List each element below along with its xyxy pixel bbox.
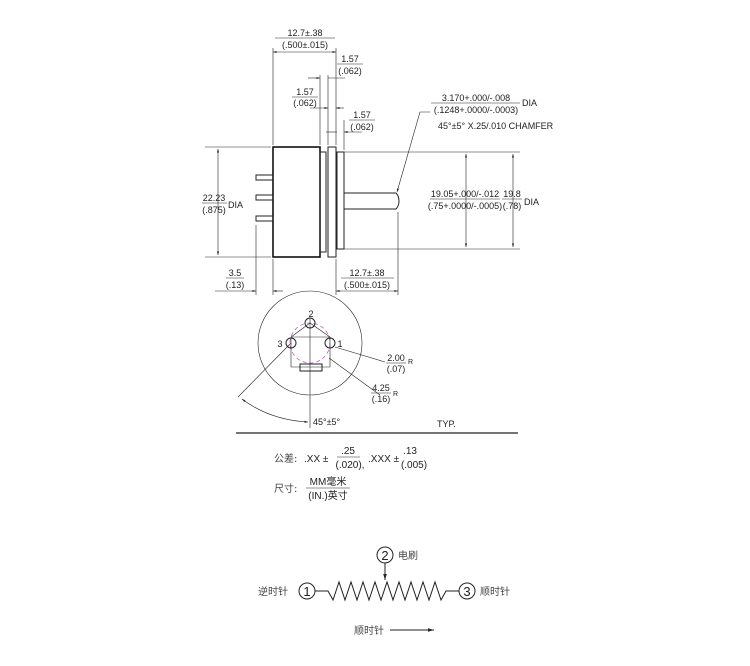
drawing-line	[290, 322, 311, 338]
bushing	[336, 151, 345, 250]
rear_view-pin_circle-mm-label: 4.25	[372, 383, 390, 393]
side_view-shaft_dia-suffix-label: DIA	[522, 98, 537, 108]
drawing-line	[255, 194, 274, 201]
side_view-flange2-mm-label: 1.57	[296, 87, 314, 97]
terminals	[255, 174, 274, 222]
schematic-wiper-label: 电刷	[398, 549, 418, 562]
side_view-overall_length-in-label: (.500±.015)	[282, 40, 328, 50]
pin-1	[324, 337, 336, 349]
schematic: 2 电刷 1 3 逆时针 顺时针 顺时针	[258, 546, 510, 637]
shaft	[344, 192, 400, 210]
dim-shaft-dia: 3.170+.000/-.008 (.1248+.0000/-.0003) DI…	[431, 93, 554, 131]
notes-xx_in-label: (.020),	[336, 460, 365, 471]
side_view-flange1-in-label: (.062)	[338, 66, 362, 76]
side_view-shaft_dia-mm-label: 3.170+.000/-.008	[442, 93, 510, 103]
side_view-shaft_dia-in-label: (.1248+.0000/-.0003)	[434, 105, 518, 115]
side_view-bushing_dia-in-label: (.78)	[503, 201, 522, 211]
resistor-zigzag	[315, 580, 459, 602]
drawing-line	[396, 111, 430, 193]
schematic-pin1-label: 1	[303, 584, 310, 599]
drawing-line	[255, 174, 274, 181]
dim-pin-radius: 2.00 (.07) R	[386, 353, 413, 374]
tolerance-notes: 公差: .XX ± .25 (.020), .XXX ± .13 (.005) …	[274, 446, 427, 502]
schematic-pin2-label: 2	[381, 548, 388, 563]
dim-shaft-length: 12.7±.38 (.500±.015)	[341, 268, 394, 290]
dim-bushing-dia: 19.8 (.78) DIA	[502, 189, 539, 211]
notes-tolerance_label-label: 公差:	[274, 452, 297, 465]
side_view-body_dia-suffix-label: DIA	[228, 200, 243, 210]
drawing-line	[237, 342, 292, 398]
pin-3	[285, 337, 297, 349]
notes-units_mm-label: MM毫米	[310, 475, 347, 488]
dim-flange-3: 1.57 (.062)	[349, 110, 375, 132]
drawing-line	[334, 346, 386, 363]
dim-pilot-dia: 19.05+.000/-.012 (.75+.0000/-.0005)	[428, 189, 502, 211]
schematic-pin3-label: 3	[463, 584, 470, 599]
notes-xxx_mm-label: .13	[403, 446, 417, 457]
schematic-cw-label: 顺时针	[480, 585, 510, 598]
drawing-line	[328, 357, 381, 396]
rear_view-pin_labels-2-label: 1	[337, 339, 342, 349]
schematic-direction-label: 顺时针	[354, 624, 384, 637]
notes-xxx-label: .XXX ±	[368, 454, 400, 465]
dim-overall-length: 12.7±.38 (.500±.015)	[275, 28, 335, 50]
schematic-ccw-label: 逆时针	[258, 585, 288, 598]
rear_view-pin_radius-in-label: (.07)	[387, 364, 406, 374]
notes-xx_mm-label: .25	[341, 446, 355, 457]
side_view-pilot_dia-mm-label: 19.05+.000/-.012	[431, 189, 499, 199]
drawing-line	[241, 398, 309, 423]
side_view-overall_length-mm-label: 12.7±.38	[288, 28, 323, 38]
side_view-pilot_dia-in-label: (.75+.0000/-.0005)	[428, 201, 502, 211]
dim-body-dia: 22.23 (.875) DIA	[202, 193, 243, 215]
rear_view-pin_circle-in-label: (.16)	[372, 394, 391, 404]
dim-pin-circle: 4.25 (.16) R	[371, 383, 398, 404]
notes-units_label-label: 尺寸:	[274, 482, 297, 495]
rear_view-pin_radius-mm-label: 2.00	[387, 353, 405, 363]
side_view-bushing_dia-suffix-label: DIA	[524, 197, 539, 207]
side_view-terminal_len-mm-label: 3.5	[229, 268, 242, 278]
side_view-flange3-mm-label: 1.57	[353, 110, 371, 120]
dim-terminal-length: 3.5 (.13)	[226, 268, 245, 290]
notes-units_in-label: (IN.)英寸	[308, 489, 347, 502]
housing	[272, 146, 321, 258]
notes-xxx_in-label: (.005)	[401, 460, 427, 471]
side_view-body_dia-in-label: (.875)	[202, 205, 226, 215]
side_view-shaft_dia-chamfer-label: 45°±5° X.25/.010 CHAMFER	[438, 121, 554, 131]
rear_view-pin_radius-suffix-label: R	[408, 359, 413, 366]
side-view: 12.7±.38 (.500±.015) 1.57 (.062) 1.57 (.…	[202, 28, 554, 295]
drawing-line	[309, 322, 331, 338]
flange	[319, 151, 327, 253]
drawing-line	[255, 215, 274, 222]
rear_view-typ-label: TYP.	[437, 419, 456, 429]
side_view-bushing_dia-mm-label: 19.8	[503, 189, 521, 199]
rear_view-pin_labels-0-label: 2	[308, 309, 313, 319]
rear_view-pin_circle-suffix-label: R	[393, 391, 398, 398]
side_view-terminal_len-in-label: (.13)	[226, 280, 245, 290]
side_view-flange3-in-label: (.062)	[350, 122, 374, 132]
rear-view: 2 3 1 2.00 (.07) R 4.25 (.16) R 45°±5° T…	[236, 290, 518, 434]
dim-flange-1: 1.57 (.062)	[337, 54, 363, 76]
mounting-plate	[327, 146, 337, 258]
notes-xx-label: .XX ±	[304, 454, 329, 465]
rear_view-pin_labels-1-label: 3	[277, 339, 282, 349]
side_view-body_dia-mm-label: 22.23	[203, 193, 226, 203]
side_view-flange1-mm-label: 1.57	[341, 54, 359, 64]
rear_view-angle-label: 45°±5°	[313, 417, 341, 427]
side_view-flange2-in-label: (.062)	[293, 98, 317, 108]
drawing-line	[290, 336, 331, 368]
side_view-shaft_len-in-label: (.500±.015)	[344, 280, 390, 290]
dim-flange-2: 1.57 (.062)	[292, 87, 318, 108]
drawing-line	[299, 363, 323, 372]
side_view-shaft_len-mm-label: 12.7±.38	[350, 268, 385, 278]
